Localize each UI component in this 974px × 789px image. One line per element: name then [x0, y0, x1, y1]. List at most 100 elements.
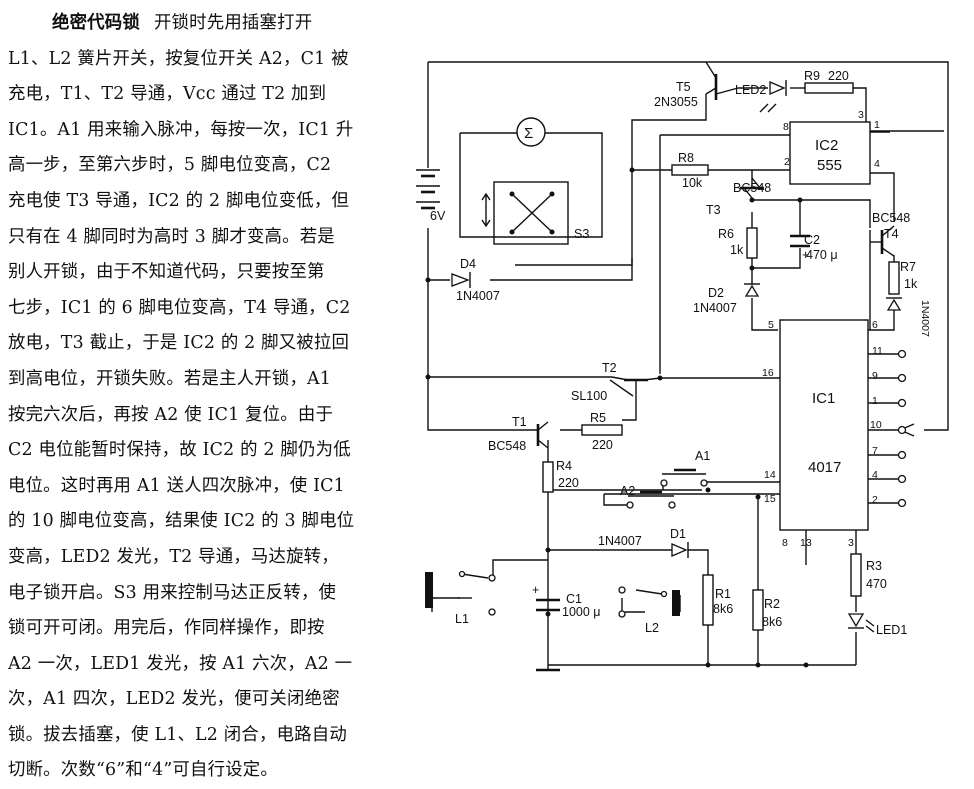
circuit-schematic: Σ 6V S3 D4 1N4007 T5 2N3055	[416, 61, 949, 672]
resistor-r9: R9 220	[804, 69, 854, 94]
svg-text:1N4007: 1N4007	[919, 300, 931, 337]
transistor-t4: BC548 T4	[870, 211, 910, 257]
svg-text:R6: R6	[718, 227, 734, 241]
svg-text:1N4007: 1N4007	[598, 534, 642, 548]
description-title: 绝密代码锁	[52, 13, 140, 33]
svg-text:D1: D1	[670, 527, 686, 541]
description-line: 充电使 T3 导通，IC2 的 2 脚电位变低，但	[8, 190, 350, 211]
svg-text:220: 220	[558, 476, 579, 490]
transistor-t1: T1 BC548	[488, 415, 549, 453]
switch-s3[interactable]: S3	[481, 191, 589, 242]
description-line: 到高电位，开锁失败。若是主人开锁，A1	[8, 368, 332, 389]
description-line: 充电，T1、T2 导通，Vcc 通过 T2 加到	[8, 84, 327, 105]
pushbutton-a1[interactable]: A1	[660, 449, 710, 487]
description-line: 只有在 4 脚同时为高时 3 脚才变高。若是	[8, 226, 335, 247]
svg-text:470 μ: 470 μ	[806, 248, 838, 262]
svg-text:3: 3	[848, 537, 854, 549]
svg-text:8k6: 8k6	[762, 615, 782, 629]
svg-text:Σ: Σ	[524, 125, 533, 142]
svg-text:1000 μ: 1000 μ	[562, 605, 600, 619]
diode-d4: D4 1N4007	[451, 257, 500, 303]
svg-text:2: 2	[872, 494, 878, 506]
svg-text:8: 8	[783, 121, 789, 133]
resistor-r5: R5 220	[581, 411, 623, 452]
svg-text:R2: R2	[764, 597, 780, 611]
resistor-r7: R7 1k	[888, 260, 918, 295]
svg-text:+: +	[802, 248, 809, 262]
description-line: 按完六次后，再按 A2 使 IC1 复位。由于	[8, 404, 334, 425]
svg-text:LED1: LED1	[876, 623, 907, 637]
reed-switch-l2: L2	[618, 586, 680, 635]
transistor-t3: BC548 T3	[706, 177, 771, 217]
reed-switch-l1: L1	[425, 570, 496, 626]
svg-text:T5: T5	[676, 80, 691, 94]
description-line: 高一步，至第六步时，5 脚电位变高，C2	[8, 155, 332, 176]
svg-text:8k6: 8k6	[713, 602, 733, 616]
svg-text:R3: R3	[866, 559, 882, 573]
svg-text:BC548: BC548	[733, 181, 771, 195]
battery-6v: 6V	[416, 169, 446, 223]
description-line: 绝密代码锁开锁时先用插塞打开	[52, 13, 313, 33]
svg-text:L2: L2	[645, 621, 659, 635]
svg-text:1: 1	[874, 119, 880, 131]
svg-text:+: +	[532, 583, 539, 597]
description-line: 变高，LED2 发光，T2 导通，马达旋转，	[8, 546, 339, 567]
resistor-r8: R8 10k	[671, 151, 709, 190]
svg-text:220: 220	[828, 69, 849, 83]
pushbutton-a2[interactable]: A2	[620, 484, 676, 509]
svg-text:4017: 4017	[808, 459, 841, 476]
description-line: C2 电位能暂时保持，故 IC2 的 2 脚仍为低	[8, 440, 351, 461]
ic1-4017: IC1 4017 5 6 11 9 1 10 7 4 2 16 14 15 8 …	[762, 319, 907, 549]
description-line: 次，A1 四次，LED2 发光，便可关闭绝密	[8, 689, 340, 710]
description-line: 别人开锁，由于不知道代码，只要按至第	[8, 262, 325, 283]
svg-text:1k: 1k	[730, 243, 744, 257]
svg-text:T1: T1	[512, 415, 527, 429]
description-line: 的 10 脚电位变高，结果使 IC2 的 3 脚电位	[8, 511, 355, 532]
transistor-t5: T5 2N3055	[654, 61, 739, 109]
svg-text:SL100: SL100	[571, 389, 607, 403]
svg-text:7: 7	[872, 445, 878, 457]
led2: LED2	[735, 80, 787, 113]
svg-text:6: 6	[872, 319, 878, 331]
diode-d2: D2 1N4007	[693, 283, 760, 315]
svg-text:BC548: BC548	[488, 439, 526, 453]
capacitor-c1: + C1 1000 μ	[532, 583, 600, 619]
description-line: 七步，IC1 的 6 脚电位变高，T4 导通，C2	[8, 297, 351, 318]
svg-text:4: 4	[872, 469, 878, 481]
description-line: A2 一次，LED1 发光，按 A1 六次，A2 一	[8, 653, 353, 674]
svg-text:3: 3	[858, 109, 864, 121]
svg-text:15: 15	[764, 493, 776, 505]
svg-text:1N4007: 1N4007	[693, 301, 737, 315]
wiring	[427, 61, 949, 670]
svg-text:T4: T4	[884, 227, 899, 241]
svg-text:R1: R1	[715, 587, 731, 601]
svg-text:220: 220	[592, 438, 613, 452]
ic2-555: IC2 555 8 1 2 4 3	[783, 109, 880, 185]
svg-text:10k: 10k	[682, 176, 703, 190]
svg-text:4: 4	[874, 158, 880, 170]
description-line: 切断。次数“6”和“4”可自行设定。	[8, 760, 278, 781]
svg-text:16: 16	[762, 367, 774, 379]
svg-text:S3: S3	[574, 227, 589, 241]
svg-text:R5: R5	[590, 411, 606, 425]
description-line: 电子锁开启。S3 用来控制马达正反转，使	[8, 582, 337, 603]
svg-text:C2: C2	[804, 233, 820, 247]
description-text: 绝密代码锁开锁时先用插塞打开 L1、L2 簧片开关，按复位开关 A2，C1 被 …	[8, 6, 394, 789]
svg-text:D4: D4	[460, 257, 476, 271]
motor-symbol: Σ	[516, 117, 546, 147]
description-line: 锁可开可闭。用完后，作同样操作，即按	[8, 618, 325, 639]
description-line: IC1。A1 用来输入脉冲，每按一次，IC1 升	[8, 119, 354, 140]
resistor-r3: R3 470	[850, 553, 887, 597]
capacitor-c2: C2 470 μ +	[790, 233, 838, 262]
svg-text:1: 1	[872, 395, 878, 407]
junctions	[425, 167, 809, 668]
transistor-t2: T2 SL100	[571, 361, 661, 403]
svg-text:R9: R9	[804, 69, 820, 83]
svg-text:R7: R7	[900, 260, 916, 274]
svg-text:L1: L1	[455, 612, 469, 626]
svg-text:A1: A1	[695, 449, 710, 463]
resistor-r4: R4 220	[542, 459, 579, 493]
svg-text:555: 555	[817, 157, 842, 174]
description-line: L1、L2 簧片开关，按复位开关 A2，C1 被	[8, 48, 349, 69]
svg-text:11: 11	[872, 345, 883, 357]
